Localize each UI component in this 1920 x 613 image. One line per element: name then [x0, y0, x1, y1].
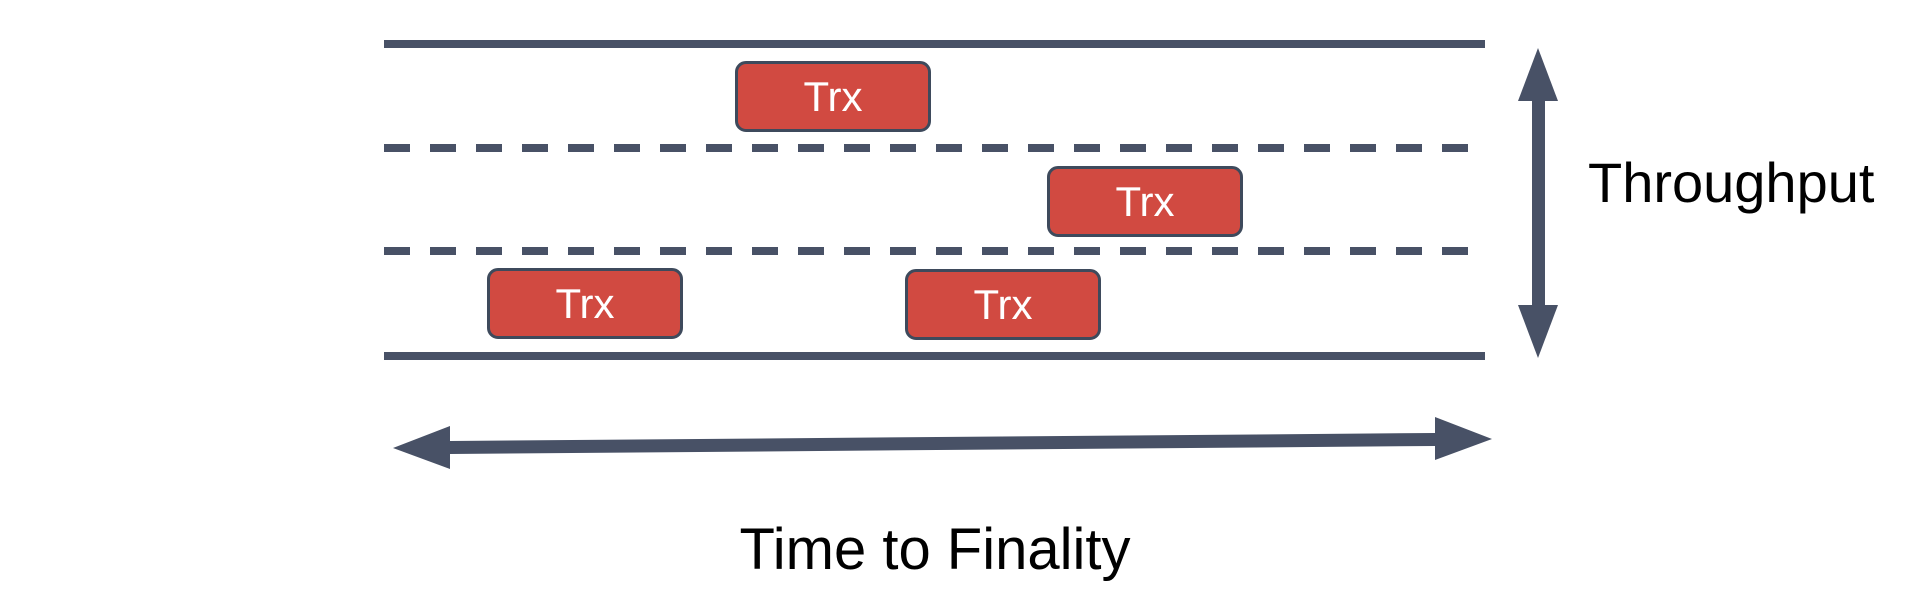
trx-box-label: Trx [555, 279, 615, 327]
time-to-finality-label: Time to Finality [739, 517, 1131, 582]
lane-boundary-top-line [384, 40, 1485, 48]
trx-box-label: Trx [803, 72, 863, 120]
throughput-double-arrow-icon [1518, 48, 1558, 358]
throughput-label: Throughput [1588, 151, 1875, 214]
time-axis-double-arrow-icon [393, 417, 1492, 469]
trx-box-top-lane: Trx [735, 61, 931, 132]
lane-boundary-bottom-line [384, 352, 1485, 360]
trx-box-label: Trx [1115, 177, 1175, 225]
lane-divider-dashed-line-2 [384, 247, 1485, 255]
trx-box-middle-lane: Trx [1047, 166, 1243, 237]
lane-divider-dashed-line-1 [384, 144, 1485, 152]
trx-box-label: Trx [973, 280, 1033, 328]
trx-box-bottom-lane-right: Trx [905, 269, 1101, 340]
trx-box-bottom-lane-left: Trx [487, 268, 683, 339]
